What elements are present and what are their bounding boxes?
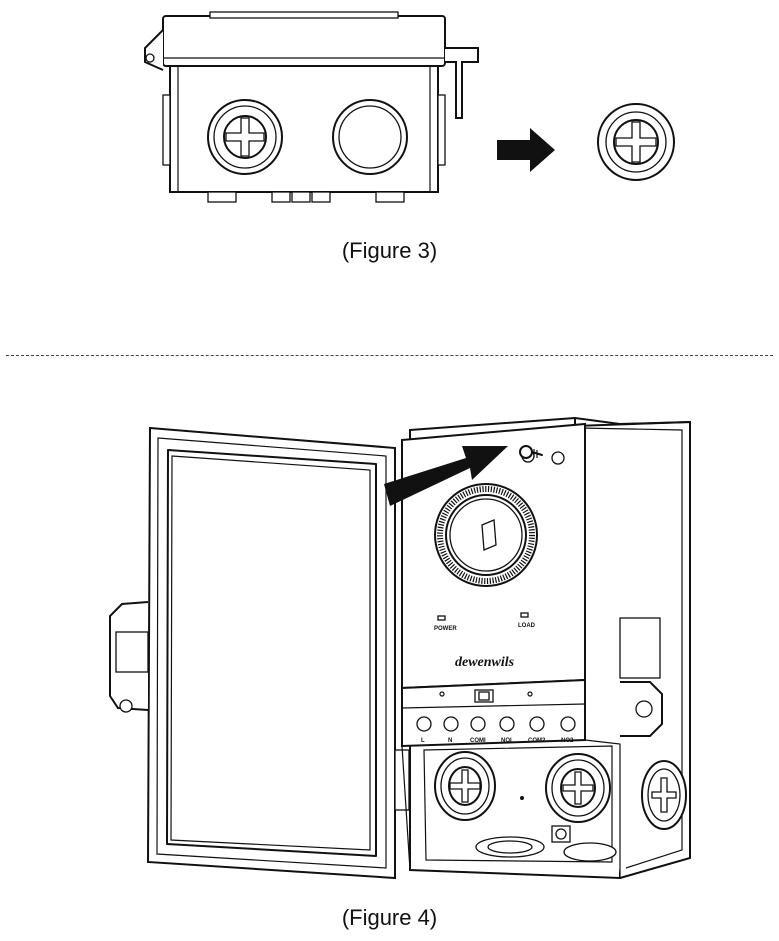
load-indicator-label: LOAD [518,623,536,629]
terminal-label-com1: COMI [470,738,486,744]
timer-panel: POWER LOAD dewenwils [401,422,586,690]
figure-4: POWER LOAD dewenwils L N COMI NOI COM2 [0,400,779,900]
section-divider [6,355,773,356]
figure-3 [0,0,779,220]
figure-3-illustration [144,11,675,203]
enclosure-bottom-view [144,11,479,203]
arrow-right-icon [497,128,555,172]
arrow-to-screw-icon [384,446,508,506]
figure-3-caption: (Figure 3) [341,238,438,263]
brand-logo: dewenwils [455,655,515,670]
enclosure-lid-open [109,426,410,880]
terminal-label-l: L [421,738,425,744]
knockout-plug [597,103,675,181]
figure-4-illustration: POWER LOAD dewenwils L N COMI NOI COM2 [109,416,691,880]
terminal-block: L N COMI NOI COM2 NO2 [401,678,586,748]
screw-icon [519,445,543,459]
terminal-label-n: N [448,738,452,744]
power-indicator-label: POWER [434,626,457,632]
lower-compartment [401,739,621,879]
figure-4-caption: (Figure 4) [341,905,438,930]
terminal-label-no1: NOI [501,738,512,744]
